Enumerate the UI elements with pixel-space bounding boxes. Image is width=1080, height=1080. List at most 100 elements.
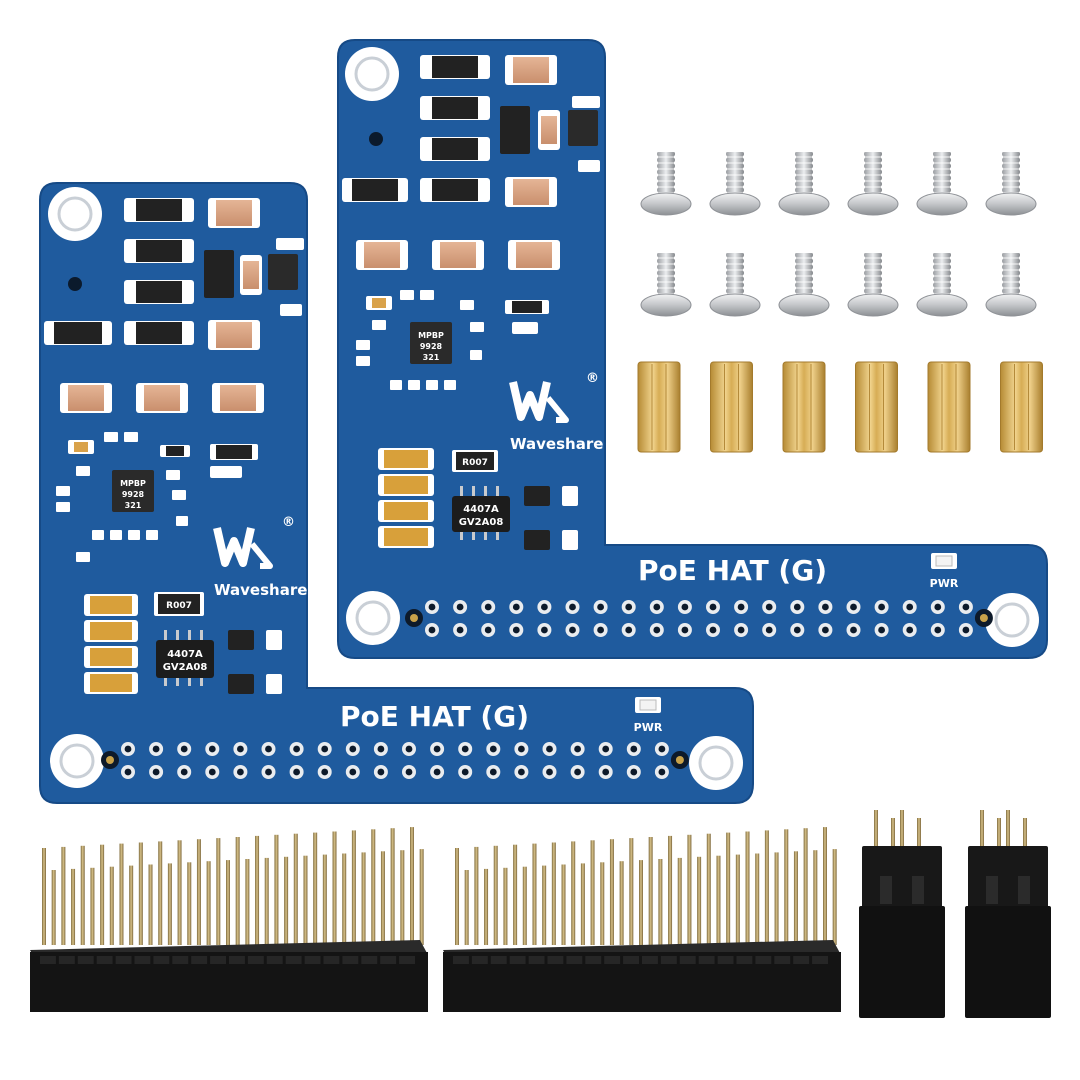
rear-gpio-hole-center bbox=[569, 626, 576, 634]
screw-head bbox=[709, 192, 761, 216]
front-mount-hole-top bbox=[48, 187, 102, 241]
front-gpio-hole-center bbox=[433, 745, 441, 753]
front-gpio-hole-center bbox=[574, 745, 581, 753]
header-pin bbox=[148, 864, 153, 945]
jumper-window bbox=[880, 876, 892, 904]
rear-gpio-hole-center bbox=[906, 603, 914, 611]
jumper-window bbox=[912, 876, 924, 904]
rear-gpio-hole-center bbox=[456, 603, 464, 611]
header-pin bbox=[980, 810, 984, 850]
rear-gpio-hole-center bbox=[737, 626, 745, 634]
front-gpio-hole-center bbox=[265, 745, 272, 753]
header-socket bbox=[247, 956, 264, 964]
rear-resistor-1 bbox=[562, 486, 578, 506]
rear-gpio-hole-center bbox=[709, 603, 717, 611]
header-socket bbox=[96, 956, 113, 964]
rear-gpio-hole-center bbox=[597, 626, 604, 634]
header-pin bbox=[42, 848, 46, 945]
brass-standoff bbox=[637, 361, 681, 453]
rear-gpio-hole-center bbox=[653, 626, 661, 634]
header-pin bbox=[832, 849, 837, 945]
header-pin bbox=[61, 846, 66, 945]
front-fiducial-pad bbox=[675, 756, 684, 764]
screw-shaft bbox=[727, 253, 743, 297]
header-pin bbox=[332, 831, 337, 945]
rear-gpio-hole-center bbox=[681, 603, 689, 611]
screw-shaft bbox=[1003, 152, 1019, 196]
header-socket bbox=[679, 956, 696, 964]
rear-controller-marking-2: 9928 bbox=[420, 342, 443, 351]
header-socket bbox=[453, 956, 469, 964]
front-capacitor-group bbox=[60, 198, 264, 413]
front-diode-group bbox=[44, 198, 194, 345]
header-pin bbox=[293, 833, 298, 945]
header-pin bbox=[410, 827, 414, 945]
rear-board: MPBP 9928 321 ® Waveshare R007 bbox=[337, 39, 1048, 659]
header-pin bbox=[561, 864, 566, 945]
front-gpio-hole-center bbox=[124, 745, 132, 753]
front-gpio-hole-center bbox=[152, 768, 160, 776]
front-resistor-2 bbox=[266, 674, 282, 694]
header-pin bbox=[716, 855, 721, 945]
header-pin bbox=[196, 839, 201, 945]
front-gpio-hole-center bbox=[630, 768, 638, 776]
rear-brand-logo bbox=[509, 381, 569, 423]
rear-4407a-ic bbox=[452, 486, 510, 540]
screw-shaft bbox=[934, 253, 950, 297]
front-mount-hole-bottom-right bbox=[689, 736, 743, 790]
screw-shaft bbox=[658, 152, 674, 196]
screw-head bbox=[709, 293, 761, 317]
front-transistor-1 bbox=[228, 630, 254, 650]
header-socket bbox=[361, 956, 378, 964]
front-mount-hole-bottom-left bbox=[50, 734, 104, 788]
front-regulator bbox=[268, 254, 298, 290]
header-socket bbox=[566, 956, 583, 964]
header-socket bbox=[736, 956, 753, 964]
front-gpio-hole-center bbox=[321, 745, 329, 753]
screw-set bbox=[640, 152, 1037, 317]
front-gpio-hole-center bbox=[546, 768, 553, 776]
rear-transistor-1 bbox=[524, 486, 550, 506]
rear-brand-text: Waveshare bbox=[510, 435, 603, 453]
header-socket bbox=[698, 956, 715, 964]
rear-gpio-hole-center bbox=[597, 603, 604, 611]
brass-standoff bbox=[855, 361, 898, 453]
front-gpio-hole-center bbox=[265, 768, 272, 776]
screw-head bbox=[916, 192, 968, 216]
header-pin bbox=[629, 838, 634, 945]
header-socket bbox=[774, 956, 791, 964]
header-pin bbox=[823, 827, 827, 945]
rear-r007-marking: R007 bbox=[462, 458, 488, 468]
header-socket bbox=[229, 956, 245, 964]
header-pin bbox=[706, 833, 711, 945]
front-gpio-hole-center bbox=[180, 745, 188, 753]
rear-gpio-hole-center bbox=[962, 603, 970, 611]
header-socket bbox=[471, 956, 488, 964]
header-pin bbox=[874, 810, 878, 850]
header-pin bbox=[687, 834, 692, 945]
rear-gpio-hole-center bbox=[850, 626, 857, 634]
rear-gpio-hole-center bbox=[962, 626, 970, 634]
header-pin bbox=[303, 855, 308, 945]
header-pin bbox=[677, 857, 682, 945]
rear-gpio-hole-center bbox=[569, 603, 576, 611]
rear-gpio-hole-center bbox=[793, 626, 801, 634]
front-gpio-hole-center bbox=[546, 745, 553, 753]
rear-gpio-hole-center bbox=[934, 603, 942, 611]
front-gpio-hole-center bbox=[405, 745, 413, 753]
header-pin bbox=[513, 844, 518, 945]
header-pin bbox=[474, 846, 479, 945]
front-gpio-hole-center bbox=[349, 768, 357, 776]
rear-mount-hole-bottom-right bbox=[985, 593, 1039, 647]
screw-head bbox=[847, 293, 899, 317]
header-pin bbox=[668, 835, 673, 945]
front-tantalum-group bbox=[84, 594, 138, 694]
front-gpio-hole-center bbox=[321, 768, 329, 776]
screw-shaft bbox=[865, 253, 881, 297]
rear-ic-marking-1: 4407A bbox=[463, 504, 499, 515]
header-pin bbox=[129, 865, 134, 945]
rear-gpio-hole-center bbox=[765, 603, 773, 611]
header-pin bbox=[206, 861, 211, 945]
front-gpio-hole-center bbox=[602, 768, 610, 776]
screw-head bbox=[985, 192, 1037, 216]
